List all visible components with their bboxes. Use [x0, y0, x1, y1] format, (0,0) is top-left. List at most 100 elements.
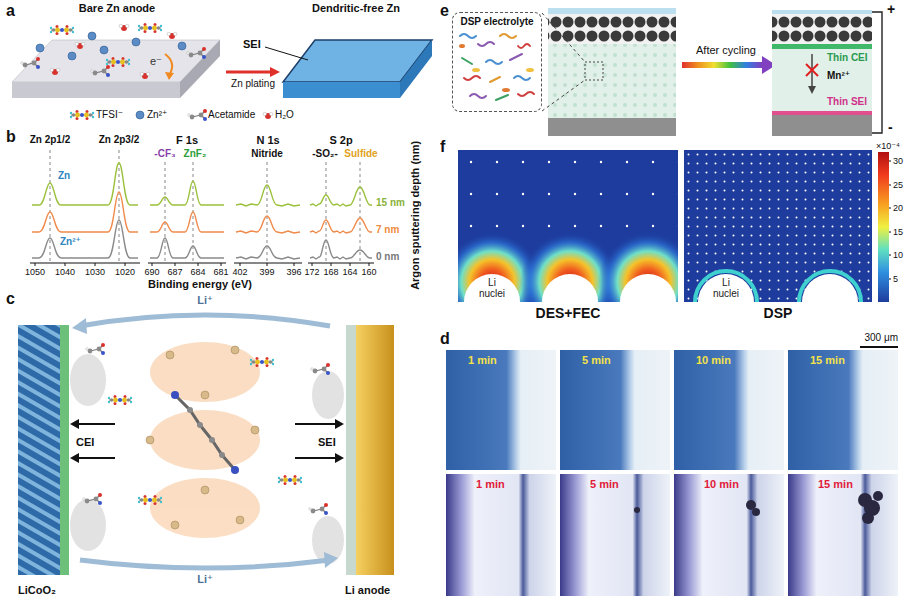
- xps-spectra: [236, 246, 300, 259]
- axis-tick: 1030: [85, 267, 105, 277]
- node-text: Bare Zn anode: [8, 2, 226, 15]
- lithium-ions: [236, 516, 244, 524]
- layer-label: Thin SEI: [826, 96, 868, 108]
- xps-spectra: [150, 181, 224, 205]
- spectrum-title: Zn 2p1/2: [30, 134, 71, 146]
- guide-lines: [165, 162, 166, 262]
- axis-tick: 684: [190, 267, 205, 277]
- depth-label: 7 nm: [376, 224, 399, 236]
- salt-molecules: [138, 495, 162, 505]
- nitrile-molecule: [231, 466, 239, 474]
- node-text: 10 min: [696, 354, 731, 367]
- micrograph-tile: 1 min: [446, 350, 556, 470]
- ion-flow-arrows: [72, 318, 87, 334]
- guide-lines: [50, 150, 360, 262]
- battery-cell: [548, 8, 676, 136]
- solvent-cloud: [70, 354, 106, 406]
- electrolyte-species: [462, 58, 472, 64]
- peak-label: ZnF₂: [184, 148, 207, 160]
- electrolyte-molecules: [187, 47, 206, 59]
- node-text: Li nuclei: [709, 277, 743, 299]
- coated-zn-slab: [283, 82, 400, 98]
- node-text: 1 min: [468, 354, 497, 367]
- micrograph-tile: 1 min: [446, 474, 556, 596]
- electrolyte-species: [478, 42, 494, 46]
- electrolyte-molecules: [140, 72, 150, 79]
- micrograph-tile: 15 min: [788, 350, 898, 470]
- cathode-lattice: [18, 325, 60, 575]
- electrolyte-species: [518, 92, 534, 96]
- depth-label: 0 nm: [376, 251, 399, 263]
- lithium-ions: [251, 426, 259, 434]
- cycled-cell: [772, 10, 872, 136]
- peak-label: Zn: [58, 170, 70, 182]
- node-text: 1 min: [476, 478, 505, 491]
- axis-tick: 164: [342, 267, 357, 277]
- layer-label: SEI: [243, 38, 261, 51]
- interphase-arrows: [70, 419, 79, 429]
- node-text: DSP: [684, 305, 872, 322]
- solvent-molecules: [83, 343, 330, 515]
- field-map-des: [458, 150, 678, 302]
- layer-label: SEI: [318, 436, 336, 449]
- xps-spectra: [32, 163, 372, 259]
- interphase-arrows: [335, 453, 344, 463]
- lithium-ions: [166, 351, 174, 359]
- colorbar: [878, 152, 889, 302]
- node-text: DES+FEC: [458, 305, 678, 322]
- cycled-cell: [772, 14, 872, 44]
- electrolyte-molecules: [178, 42, 186, 50]
- field-map-des: [458, 150, 678, 230]
- cycling-arrow: [682, 62, 762, 68]
- electron-arrow: [165, 72, 174, 80]
- guide-lines: [360, 162, 361, 262]
- sei-layer: [346, 325, 356, 575]
- node-text: 5 min: [582, 354, 611, 367]
- nitrile-molecule: [175, 395, 235, 470]
- ion-flow-arrows: [80, 315, 330, 326]
- field-map-dsp: [684, 150, 872, 302]
- axis-title: Argon sputtering depth (nm): [410, 140, 423, 289]
- lithium-ions: [146, 346, 259, 529]
- peak-label: -SO₂-: [312, 148, 338, 160]
- cycled-cell: [772, 115, 872, 136]
- field-map-dsp: [684, 150, 872, 302]
- xps-spectra: [310, 240, 372, 259]
- electron-arrow: [165, 54, 174, 80]
- panel-letter: c: [6, 290, 15, 308]
- nitrile-molecule: [171, 391, 179, 399]
- circuit-wire: [872, 12, 882, 133]
- axis-tick: 160: [361, 267, 376, 277]
- cathode-lattice: [18, 325, 60, 575]
- field-map: Li nucleiDSP: [684, 150, 872, 322]
- spectrum-axes: [30, 263, 374, 264]
- cycled-cell: [772, 49, 872, 111]
- colorbar-tick: 5: [893, 274, 898, 284]
- cei-layer: [60, 325, 69, 575]
- electrolyte-box: DSP electrolyte: [452, 12, 542, 112]
- xps-spectra: [150, 212, 224, 232]
- solvation-glow: [150, 342, 260, 538]
- field-map-des: [542, 274, 598, 302]
- panel-letter: a: [6, 2, 15, 20]
- electrolyte-molecules: [36, 44, 44, 52]
- electrolyte-species: [459, 44, 465, 48]
- zoom-lines: [542, 13, 585, 62]
- legend-symbols: [263, 112, 273, 119]
- electrolyte-molecules: [21, 23, 206, 79]
- guide-lines: [119, 150, 120, 262]
- electrolyte-species: [460, 34, 476, 38]
- depth-label: 15 nm: [376, 197, 405, 209]
- interphase-arrows: [70, 453, 79, 463]
- leader-line: [265, 47, 308, 60]
- ion-flow-arrows: [324, 552, 338, 568]
- field-map-des: [598, 232, 678, 302]
- zoom-lines: [542, 13, 585, 111]
- field-map-des: [620, 274, 676, 302]
- node-text: Li nuclei: [475, 277, 509, 299]
- colorbar-tick: 30: [893, 156, 903, 166]
- field-map-des: [464, 274, 520, 302]
- dendrite-growth: [873, 491, 883, 501]
